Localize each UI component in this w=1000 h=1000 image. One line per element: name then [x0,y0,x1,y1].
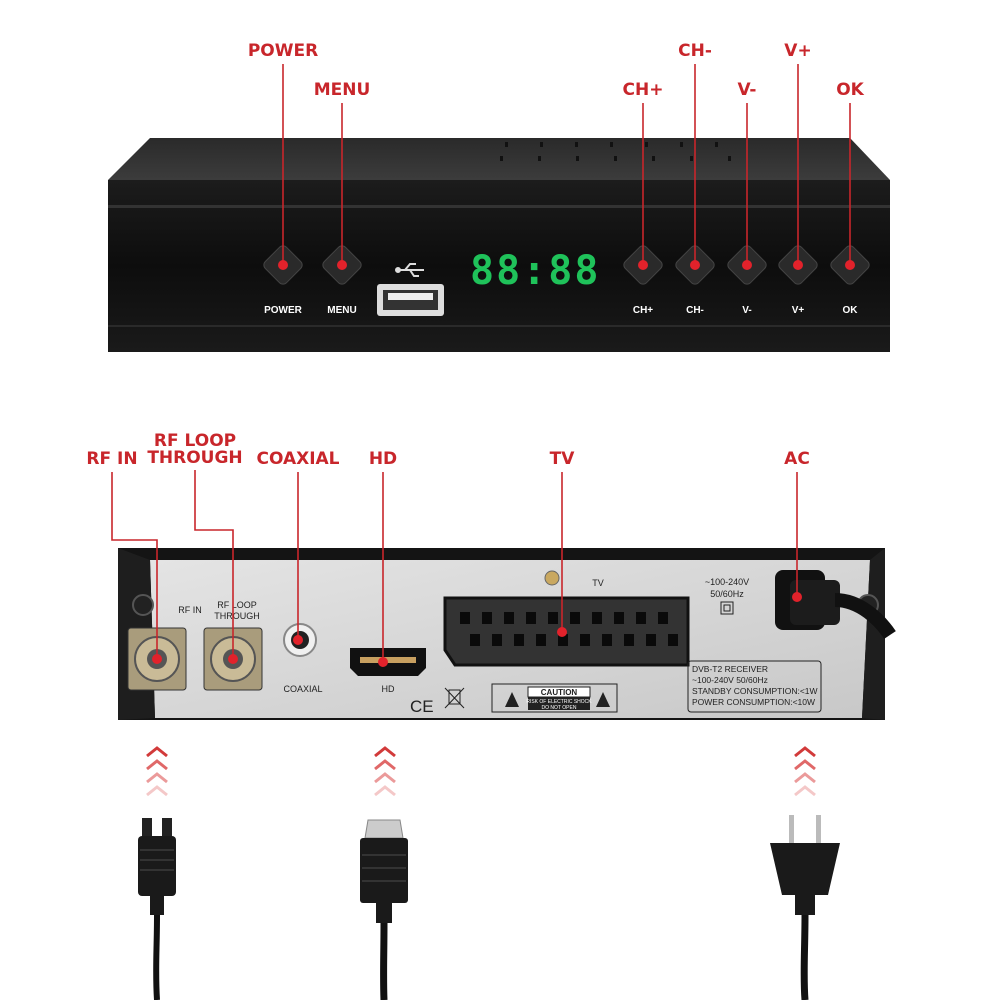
svg-text:~100-240V 50/60Hz: ~100-240V 50/60Hz [692,675,768,685]
power-cord-socket[interactable] [775,570,896,640]
print-tv: TV [592,578,604,588]
warning-bolt-icon [505,692,519,707]
svg-text:STANDBY CONSUMPTION:<1W: STANDBY CONSUMPTION:<1W [692,686,818,696]
led-display: 88:88 [470,248,600,294]
callout-rf-loop: RF LOOP [154,431,236,451]
callout-dot [337,260,347,270]
ce-mark: CE [410,697,434,716]
v-plus-button-label: V+ [792,305,805,316]
hdmi-plug [360,819,408,1000]
callout-dot [278,260,288,270]
callout-coaxial: COAXIAL [256,449,339,469]
callout-v-plus: V+ [784,41,811,61]
scart-pin [470,634,480,646]
print-voltage: ~100-240V [705,577,749,587]
callout-ok: OK [836,80,864,100]
callout-dot [793,260,803,270]
arrow-up-icon [374,746,396,797]
callout-power: POWER [248,41,318,61]
ch-plus-button-label: CH+ [633,305,653,316]
scart-pin [536,634,546,646]
svg-text:DO NOT OPEN: DO NOT OPEN [542,705,577,711]
power-button-label: POWER [264,305,303,316]
callout-v-minus: V- [738,80,757,100]
scart-pin [504,612,514,624]
rf-coax-plug [138,818,176,1000]
callout-dot [690,260,700,270]
scart-pin [482,612,492,624]
double-insulation-icon [720,601,734,615]
front-device [108,138,890,352]
scart-pin [668,634,678,646]
scart-pin [624,634,634,646]
ch-minus-button-label: CH- [686,305,704,316]
svg-text:DVB-T2 RECEIVER: DVB-T2 RECEIVER [692,664,768,674]
arrow-up-icon [794,746,816,797]
callout-through: THROUGH [147,448,242,468]
callout-menu: MENU [314,80,371,100]
menu-button-label: MENU [327,305,356,316]
scart-pin [592,612,602,624]
scart-pin [492,634,502,646]
svg-text:POWER CONSUMPTION:<10W: POWER CONSUMPTION:<10W [692,697,815,707]
ok-button-label: OK [843,305,859,316]
scart-pin [580,634,590,646]
callout-ac: AC [784,449,810,469]
scart-pin [558,634,568,646]
callout-rf-in: RF IN [86,449,137,469]
arrow-up-icon [146,746,168,797]
print-through: THROUGH [214,611,260,621]
v-minus-button-label: V- [742,305,751,316]
scart-pin [646,634,656,646]
callout-hd: HD [369,449,397,469]
scart-pin [514,634,524,646]
callout-ch-minus: CH- [678,41,712,61]
callout-dot [845,260,855,270]
scart-pin [526,612,536,624]
print-coaxial: COAXIAL [283,684,322,694]
print-hd: HD [382,684,395,694]
scart-pin [602,634,612,646]
scart-pin [570,612,580,624]
callout-dot [638,260,648,270]
eu-power-plug [770,815,840,1000]
usb-port[interactable] [377,284,444,316]
screw-icon [544,570,560,586]
callout-tv: TV [550,449,576,469]
svg-text:RISK OF ELECTRIC SHOCK: RISK OF ELECTRIC SHOCK [526,699,592,705]
callout-ch-plus: CH+ [623,80,664,100]
print-rf-in: RF IN [178,605,202,615]
print-rf-loop: RF LOOP [217,600,257,610]
print-freq: 50/60Hz [710,589,744,599]
scart-pin [614,612,624,624]
scart-pin [636,612,646,624]
warning-exclamation-icon [596,692,610,707]
weee-bin-icon [444,687,465,709]
scart-pin [548,612,558,624]
scart-pin [460,612,470,624]
svg-text:CAUTION: CAUTION [541,688,578,697]
spec-label: DVB-T2 RECEIVER ~100-240V 50/60Hz STANDB… [687,660,822,713]
scart-pin [658,612,668,624]
usb-icon [395,263,424,277]
caution-label: CAUTION RISK OF ELECTRIC SHOCK DO NOT OP… [491,683,618,713]
callout-dot [742,260,752,270]
